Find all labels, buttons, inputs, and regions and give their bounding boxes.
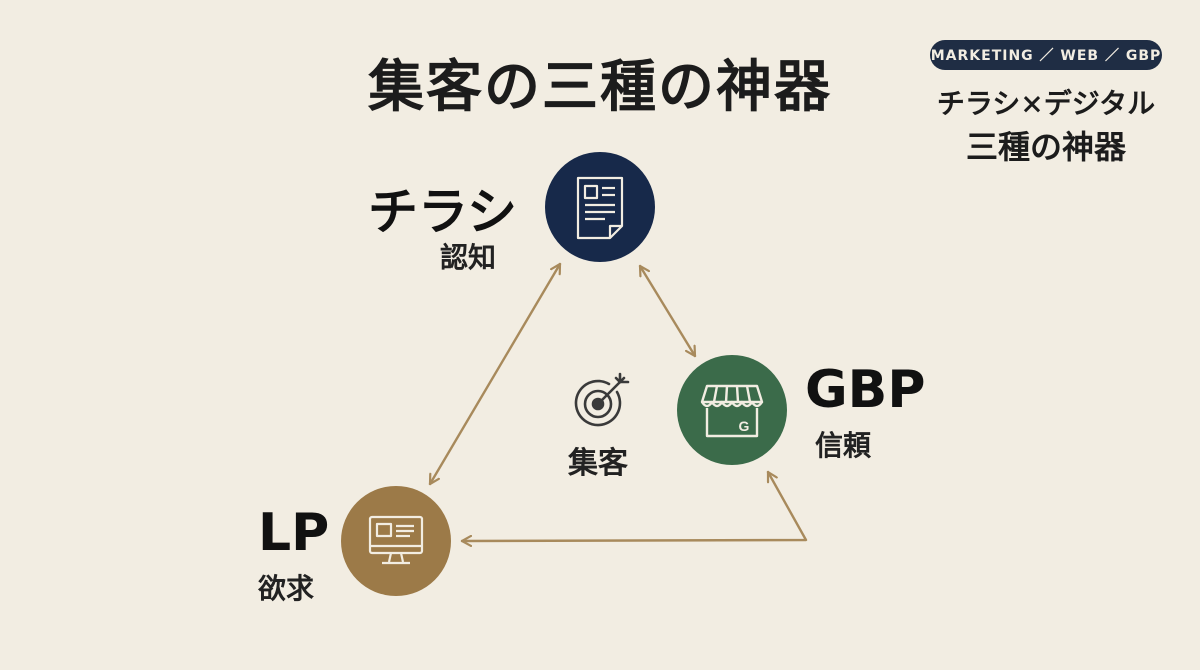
gbp-title: GBP <box>805 360 926 420</box>
node-flyer <box>545 152 655 262</box>
document-icon <box>576 176 624 240</box>
lp-circle <box>341 486 451 596</box>
gbp-subtitle: 信頼 <box>815 429 872 462</box>
lp-subtitle: 欲求 <box>258 572 315 605</box>
category-badge: MARKETING ／ WEB ／ GBP <box>930 40 1162 70</box>
lp-title: LP <box>258 503 330 563</box>
storefront-icon <box>700 384 764 438</box>
node-lp <box>341 486 451 596</box>
arrow-flyer-lp <box>428 262 562 486</box>
side-heading-line-2: 三種の神器 <box>965 128 1126 166</box>
flyer-circle <box>545 152 655 262</box>
page-title: 集客の三種の神器 <box>368 54 832 120</box>
arrow-gbp-lp <box>460 470 808 541</box>
arrow-flyer-gbp <box>638 264 697 358</box>
gbp-circle <box>677 355 787 465</box>
flyer-title: チラシ <box>368 183 517 241</box>
center-label: 集客 <box>568 446 628 481</box>
flyer-subtitle: 認知 <box>440 241 497 274</box>
node-gbp: G <box>677 355 787 465</box>
target-icon <box>574 372 630 427</box>
monitor-icon <box>368 515 424 565</box>
side-heading-line-1: チラシ×デジタル <box>936 87 1156 120</box>
gbp-icon-letter: G <box>739 418 750 434</box>
